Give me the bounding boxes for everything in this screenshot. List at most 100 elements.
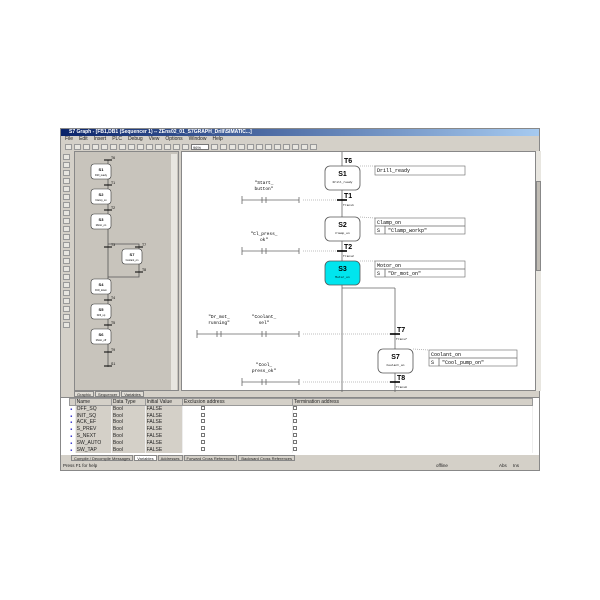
overview-transition[interactable]: T8: [142, 268, 146, 272]
palette-button[interactable]: [63, 306, 70, 312]
toolbar-button[interactable]: [265, 143, 272, 150]
termination-checkbox[interactable]: [293, 412, 297, 417]
toolbar-button[interactable]: [110, 143, 117, 150]
toolbar-button[interactable]: [247, 143, 254, 150]
toolbar-button[interactable]: [283, 143, 290, 150]
toolbar-button[interactable]: [310, 143, 317, 150]
toolbar-button[interactable]: [101, 143, 108, 150]
ladder-rung[interactable]: "Cool_press_ok": [252, 362, 277, 385]
menu-insert[interactable]: Insert: [93, 136, 107, 142]
menu-options[interactable]: Options: [165, 136, 183, 142]
palette-button[interactable]: [63, 242, 70, 248]
termination-checkbox[interactable]: [293, 446, 297, 451]
ladder-rung[interactable]: "Start_button": [255, 180, 274, 203]
toolbar-button[interactable]: [146, 143, 153, 150]
palette-button[interactable]: [63, 258, 70, 264]
overview-tab-sequencer[interactable]: Sequencer: [95, 391, 121, 397]
toolbar-button[interactable]: [173, 143, 180, 150]
toolbar-button[interactable]: [155, 143, 162, 150]
tab-addresses[interactable]: Addresses: [157, 455, 183, 461]
column-header[interactable]: Termination address: [292, 398, 533, 406]
tab-compile-decompile-messages[interactable]: Compile / Decompile Messages: [71, 455, 134, 461]
overview-diagram[interactable]: S1Drill_readyS2Clamp_onS3Motor_onS7Coola…: [75, 152, 180, 392]
palette-button[interactable]: [63, 202, 70, 208]
overview-tab-graphic[interactable]: Graphic: [74, 391, 95, 397]
palette-button[interactable]: [63, 250, 70, 256]
exclusion-checkbox[interactable]: [201, 439, 205, 444]
overview-scrollbar[interactable]: [171, 154, 177, 390]
palette-button[interactable]: [63, 282, 70, 288]
exclusion-checkbox[interactable]: [201, 433, 205, 438]
variable-name[interactable]: SW_AUTO: [75, 439, 112, 447]
overview-transition[interactable]: T9: [111, 348, 115, 352]
tab-variables[interactable]: Variables: [134, 455, 157, 461]
exclusion-checkbox[interactable]: [201, 419, 205, 424]
variable-name[interactable]: ACK_EF: [75, 419, 112, 426]
column-header[interactable]: Exclusion address: [182, 398, 293, 406]
palette-button[interactable]: [63, 178, 70, 184]
variable-name[interactable]: S_PREV: [75, 425, 112, 433]
toolbar-button[interactable]: [256, 143, 263, 150]
toolbar-button[interactable]: [128, 143, 135, 150]
termination-checkbox[interactable]: [293, 426, 297, 431]
toolbar-button[interactable]: [229, 143, 236, 150]
palette-button[interactable]: [63, 210, 70, 216]
overview-tab-variables[interactable]: Variables: [121, 391, 144, 397]
palette-button[interactable]: [63, 162, 70, 168]
jump-label[interactable]: T6: [344, 158, 352, 165]
zoom-select[interactable]: 96%: [191, 143, 209, 150]
menu-window[interactable]: Window: [188, 136, 207, 142]
toolbar-button[interactable]: [238, 143, 245, 150]
variable-name[interactable]: S_NEXT: [75, 432, 112, 440]
toolbar-button[interactable]: [92, 143, 99, 150]
toolbar-button[interactable]: [292, 143, 299, 150]
tab-backward-cross-references[interactable]: Backward Cross References: [238, 455, 296, 461]
column-header[interactable]: Data Type: [110, 398, 146, 406]
menu-view[interactable]: View: [148, 136, 160, 142]
palette-button[interactable]: [63, 154, 70, 160]
toolbar-button[interactable]: [137, 143, 144, 150]
overview-transition[interactable]: T5: [111, 321, 115, 325]
toolbar-button[interactable]: [182, 143, 189, 150]
palette-button[interactable]: [63, 226, 70, 232]
palette-button[interactable]: [63, 274, 70, 280]
palette-button[interactable]: [63, 290, 70, 296]
menu-help[interactable]: Help: [212, 136, 223, 142]
termination-checkbox[interactable]: [293, 419, 297, 424]
overview-transition[interactable]: T2: [111, 206, 115, 210]
toolbar-button[interactable]: [301, 143, 308, 150]
toolbar-button[interactable]: [220, 143, 227, 150]
exclusion-checkbox[interactable]: [201, 412, 205, 417]
overview-transition[interactable]: T7: [142, 243, 146, 247]
palette-button[interactable]: [63, 218, 70, 224]
column-header[interactable]: Name: [74, 398, 112, 406]
overview-transition[interactable]: T3: [111, 243, 115, 247]
ladder-rung[interactable]: "Cl_press_ok": [250, 231, 278, 254]
palette-button[interactable]: [63, 266, 70, 272]
exclusion-checkbox[interactable]: [201, 446, 205, 451]
menu-file[interactable]: File: [65, 136, 74, 142]
exclusion-checkbox[interactable]: [201, 426, 205, 431]
palette-button[interactable]: [63, 234, 70, 240]
termination-checkbox[interactable]: [293, 433, 297, 438]
action-block[interactable]: Drill_ready: [374, 165, 466, 176]
menu-debug[interactable]: Debug: [127, 136, 143, 142]
